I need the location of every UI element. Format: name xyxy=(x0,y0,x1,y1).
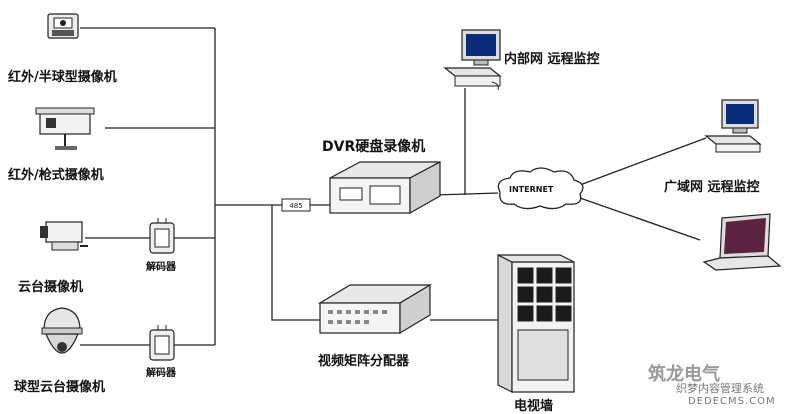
watermark-line2: DEDECMS.COM xyxy=(688,396,776,407)
label-decoder-1: 解码器 xyxy=(146,262,176,273)
label-internet: INTERNET xyxy=(509,185,554,194)
connection-lines xyxy=(80,27,707,346)
label-dome-camera: 红外/半球型摄像机 xyxy=(8,70,117,85)
link-internet-laptop xyxy=(579,197,701,241)
internet-cloud-icon xyxy=(497,167,584,210)
video-matrix-icon xyxy=(317,283,433,335)
lan-pc-icon xyxy=(443,29,502,91)
dvr-icon xyxy=(329,161,441,215)
label-tv-wall: 电视墙 xyxy=(514,399,554,414)
label-ptz-camera: 云台摄像机 xyxy=(18,280,84,295)
rs485-converter xyxy=(281,198,311,212)
speed-dome-camera-icon xyxy=(41,307,83,354)
label-lan-monitor: 内部网 远程监控 xyxy=(504,52,600,67)
label-gun-camera: 红外/枪式摄像机 xyxy=(8,168,104,183)
label-wan-monitor: 广域网 远程监控 xyxy=(664,180,760,195)
wan-pc-icon xyxy=(704,99,762,153)
watermark-line1: 织梦内容管理系统 xyxy=(676,382,764,395)
gun-camera-icon xyxy=(35,107,95,150)
label-speed-dome-camera: 球型云台摄像机 xyxy=(14,380,106,395)
rs485-label: 485 xyxy=(289,202,302,210)
watermark-brand: 筑龙电气 xyxy=(648,364,720,385)
ptz-camera-icon xyxy=(40,221,88,251)
decoder-icon-2 xyxy=(149,325,175,361)
tv-wall-icon xyxy=(497,254,575,393)
link-internet-wan-pc xyxy=(579,137,707,186)
link-dvr-matrix xyxy=(271,205,322,321)
dome-camera-icon xyxy=(47,13,79,39)
link-dvr-internet xyxy=(434,192,499,196)
laptop-icon xyxy=(702,213,782,271)
label-decoder-2: 解码器 xyxy=(146,368,176,379)
label-matrix: 视频矩阵分配器 xyxy=(318,354,410,369)
decoder-icon-1 xyxy=(149,218,175,254)
label-dvr: DVR硬盘录像机 xyxy=(322,139,426,155)
